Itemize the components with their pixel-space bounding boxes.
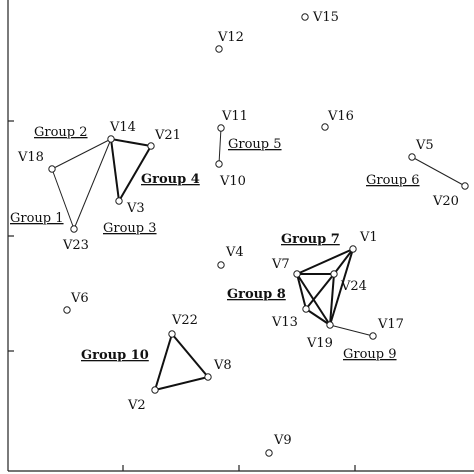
group-label-g8: Group 8 — [227, 287, 286, 302]
vertex-label-v2: V2 — [127, 398, 146, 413]
vertex-label-v18: V18 — [17, 150, 44, 165]
group-label-g4: Group 4 — [141, 172, 200, 187]
vertex-v1 — [349, 245, 357, 253]
edge-v24-v19 — [329, 273, 335, 326]
vertex-v21 — [147, 142, 155, 150]
vertex-v23 — [70, 225, 78, 233]
group-label-g1: Group 1 — [10, 211, 64, 226]
edge-v24-v13 — [305, 273, 335, 310]
vertex-v5 — [408, 153, 416, 161]
vertex-v14 — [107, 135, 115, 143]
vertex-v11 — [217, 124, 225, 132]
vertex-label-v24: V24 — [340, 279, 367, 294]
vertex-label-v4: V4 — [225, 245, 244, 260]
vertex-label-v23: V23 — [62, 238, 89, 253]
vertex-v12 — [215, 45, 223, 53]
group-label-g7: Group 7 — [281, 232, 340, 247]
group-label-layer: Group 1 Group 2 Group 3 Group 4 Group 5 Group… — [10, 125, 420, 363]
vertex-label-v15: V15 — [312, 10, 339, 25]
vertex-v9 — [265, 449, 273, 457]
edge-v13-v19 — [305, 308, 331, 326]
edge-v7-v1 — [296, 248, 354, 275]
vertex-label-v11: V11 — [221, 109, 248, 124]
group-label-g6: Group 6 — [366, 173, 420, 188]
vertex-v24 — [330, 270, 338, 278]
edge-v5-v20 — [411, 156, 466, 187]
edge-v19-v17 — [329, 324, 374, 337]
group-label-g9: Group 9 — [343, 347, 397, 362]
vertex-label-v22: V22 — [171, 313, 198, 328]
edge-v11-v10 — [218, 127, 222, 165]
vertex-label-v17: V17 — [377, 317, 404, 332]
vertex-label-v9: V9 — [273, 433, 292, 448]
edge-v22-v8 — [171, 333, 209, 378]
edge-layer — [51, 127, 466, 391]
vertex-label-v7: V7 — [271, 257, 290, 272]
vertex-v4 — [217, 261, 225, 269]
vertex-v18 — [48, 165, 56, 173]
edge-v2-v22 — [154, 333, 173, 391]
vertex-label-v13: V13 — [271, 315, 298, 330]
vertex-label-v12: V12 — [217, 30, 244, 45]
vertex-label-v10: V10 — [219, 174, 246, 189]
plot-frame — [7, 0, 474, 472]
vertex-v13 — [302, 305, 310, 313]
edge-v14-v3 — [110, 138, 120, 202]
vertex-v15 — [301, 13, 309, 21]
vertex-label-v8: V8 — [213, 358, 232, 373]
edge-v21-v3 — [118, 145, 152, 202]
edge-v23-v14 — [73, 138, 112, 230]
edge-v18-v23 — [51, 168, 75, 230]
edge-v8-v2 — [154, 376, 209, 391]
vertex-label-v14: V14 — [109, 120, 136, 135]
group-label-g5: Group 5 — [228, 137, 282, 152]
edge-v1-v24 — [333, 248, 354, 275]
vertex-v17 — [369, 332, 377, 340]
group-label-g10: Group 10 — [81, 348, 149, 363]
edge-v1-v19 — [329, 248, 354, 326]
vertex-v20 — [461, 182, 469, 190]
vertex-label-v1: V1 — [359, 230, 378, 245]
vertex-v6 — [63, 306, 71, 314]
edge-v18-v14 — [51, 138, 112, 170]
vertex-v3 — [115, 197, 123, 205]
edge-v14-v21 — [110, 138, 152, 147]
edge-v7-v13 — [296, 273, 307, 310]
vertex-v19 — [326, 321, 334, 329]
vertex-v8 — [204, 373, 212, 381]
vertex-label-v21: V21 — [154, 128, 181, 143]
vertex-label-v16: V16 — [327, 109, 354, 124]
vertex-label-v6: V6 — [70, 291, 89, 306]
vertex-v7 — [293, 270, 301, 278]
vertex-label-v3: V3 — [126, 201, 145, 216]
vertex-v10 — [215, 160, 223, 168]
vertex-v22 — [168, 330, 176, 338]
vertex-v2 — [151, 386, 159, 394]
group-label-g2: Group 2 — [34, 125, 88, 140]
vertex-layer — [48, 13, 469, 457]
vertex-label-v19: V19 — [306, 336, 333, 351]
vertex-label-v5: V5 — [415, 138, 434, 153]
vertex-v16 — [321, 123, 329, 131]
group-label-g3: Group 3 — [103, 221, 157, 236]
vertex-label-v20: V20 — [432, 194, 459, 209]
